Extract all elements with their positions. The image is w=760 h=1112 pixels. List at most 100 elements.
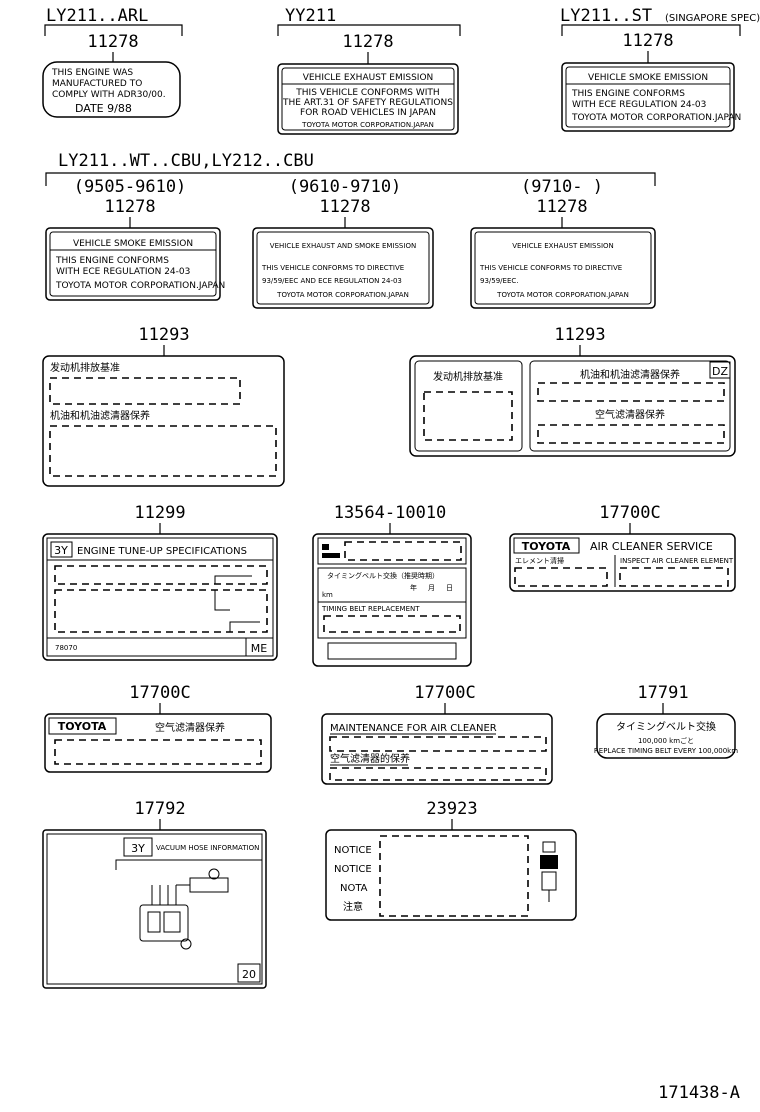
label-tune-up-spec [42,533,278,661]
label-header-area [317,537,467,565]
group-code-ly211-arl: LY211..ARL [46,6,148,26]
notice-text: NOTA [340,883,368,894]
injector-icon [540,841,558,902]
engine-block [139,904,189,942]
label-title: ENGINE TUNE-UP SPECIFICATIONS [77,546,247,557]
label-text: TOYOTA MOTOR CORPORATION.JAPAN [55,281,225,291]
blank-field [379,835,529,917]
label-cn-emission-oil-air [409,355,736,457]
label-text: THE ART.31 OF SAFETY REGULATIONS [282,98,453,108]
warning-icon [322,553,340,558]
label-text: 93/59/EEC AND ECE REGULATION 24-03 [262,277,402,285]
blank-field [49,377,241,405]
label-text: THIS ENGINE CONFORMS [571,89,685,99]
label-adr30 [42,61,181,118]
part-number-11293-a: 11293 [138,325,189,345]
label-title: VACUUM HOSE INFORMATION [156,844,259,852]
blank-field [54,589,268,633]
group-bracket-1 [44,24,183,36]
label-text-jp: km [322,591,333,599]
part-number-17700c-a: 17700C [599,503,660,523]
blank-field [327,642,457,660]
label-inner-frame [414,360,523,452]
label-inner-frame [46,537,274,657]
label-text: INSPECT AIR CLEANER ELEMENT [620,557,734,565]
part-number-11278-c: 11278 [622,31,673,51]
label-title: VEHICLE SMOKE EMISSION [588,73,708,83]
engine-code-box [50,541,73,558]
label-p1-smoke [45,227,221,301]
label-p2-exhaust-smoke [252,227,434,309]
warning-icon [322,544,329,550]
label-timing-belt [312,533,472,667]
engine-part [147,911,161,933]
label-text-cn: 发动机排放基准 [433,370,503,383]
blank-field [329,736,547,752]
injector-top [542,841,556,853]
part-number-23923: 23923 [426,799,477,819]
label-title: AIR CLEANER SERVICE [590,540,713,553]
blank-field [514,567,608,587]
field-divider [214,575,252,584]
engine-code: 3Y [54,544,68,557]
part-number-17792: 17792 [134,799,185,819]
label-p3-exhaust [470,227,656,309]
label-text: THIS VEHICLE CONFORMS WITH [295,88,439,98]
part-number-11278-a: 11278 [87,32,138,52]
label-text: 93/59/EEC. [480,277,519,285]
part-number-17700c-c: 17700C [414,683,475,703]
label-text-cn: 空气滤清器保养 [595,408,665,421]
label-text-jp: エレメント清掃 [515,556,564,565]
blank-field [323,615,461,633]
label-code-dz: DZ [712,365,728,378]
label-text-jp: 年 [410,583,417,592]
part-number-11299: 11299 [134,503,185,523]
label-inner-frame [256,231,430,305]
label-text: TOYOTA MOTOR CORPORATION.JAPAN [301,121,434,129]
label-text-cn: 空气滤清器的保养 [330,752,410,765]
label-timing-belt-replace [596,713,736,759]
label-text: THIS ENGINE WAS [51,68,133,78]
label-maintenance-air-cleaner [321,713,553,785]
label-text: THIS ENGINE CONFORMS [55,256,169,266]
engine-code-box [123,837,153,857]
group-bracket-3 [561,24,741,36]
label-inner-frame [46,833,263,985]
label-text: THIS VEHICLE CONFORMS TO DIRECTIVE [479,264,622,272]
part-number-11278-d: 11278 [104,197,155,217]
label-vacuum-hose [42,829,267,989]
group-bracket-2 [277,24,461,36]
engine-part [163,911,181,933]
label-text: REPLACE TIMING BELT EVERY 100,000km [594,747,738,755]
engine-code: 3Y [131,842,145,855]
label-notice [325,829,577,921]
label-yy211-exhaust [277,63,459,135]
code-box [237,963,261,983]
injector-body [540,855,558,869]
label-text-cn: 机油和机油滤清器保养 [50,409,150,422]
label-inner-frame [565,66,731,128]
label-text: TOYOTA MOTOR CORPORATION.JAPAN [571,113,741,123]
blank-field [537,382,725,402]
label-text: THIS VEHICLE CONFORMS TO DIRECTIVE [261,264,404,272]
part-number-11293-b: 11293 [554,325,605,345]
blank-field [54,739,262,765]
label-title: VEHICLE EXHAUST EMISSION [303,73,434,83]
group-code-ly211-wt-cbu: LY211..WT..CBU,LY212..CBU [58,151,314,171]
label-title: MAINTENANCE FOR AIR CLEANER [330,723,497,734]
engine-fitting [180,938,192,950]
label-air-cleaner-cn [44,713,272,773]
part-number-11278-b: 11278 [342,32,393,52]
group-code-yy211: YY211 [285,6,336,26]
label-date: DATE 9/88 [75,102,132,115]
label-inner-frame [474,231,652,305]
part-number-11278-f: 11278 [536,197,587,217]
toyota-logo: TOYOTA [522,540,571,553]
label-code: 78070 [55,644,77,652]
label-text: TOYOTA MOTOR CORPORATION.JAPAN [496,291,629,299]
label-text: 100,000 kmごと [638,736,694,745]
period-9610-9710: (9610-9710) [289,177,402,197]
blank-field [49,425,277,477]
label-inner-frame [49,231,217,297]
blank-field [329,767,547,781]
